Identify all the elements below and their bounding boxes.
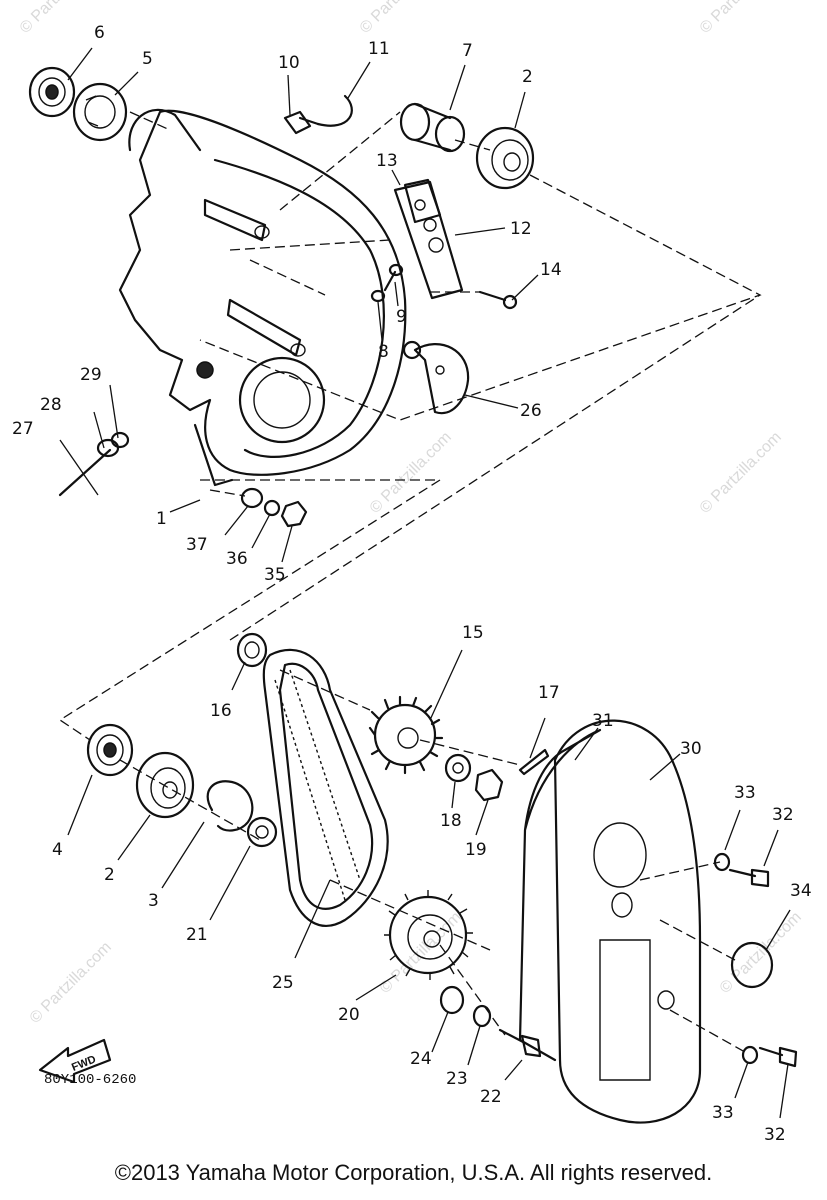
bearing-4: [86, 723, 134, 777]
callout-33: 33: [734, 783, 756, 803]
callout-10: 10: [278, 53, 300, 73]
collar-21: [246, 816, 278, 848]
callout-27: 27: [12, 419, 34, 439]
nut-35: [280, 500, 308, 528]
cap-34: [730, 941, 774, 989]
bushing-16: [236, 632, 268, 668]
upper-leaders: [58, 47, 762, 741]
callout-1: 1: [156, 509, 167, 529]
washer-18: [444, 753, 472, 783]
callout-labels: 6 5 10 11 7 2 13 12 14 9 8 26 29 28 27 1…: [12, 23, 812, 1145]
drive-chain-25: [262, 648, 389, 927]
watermark-layer: © Partzilla.com © Partzilla.com © Partzi…: [17, 0, 805, 1027]
callout-13: 13: [376, 151, 398, 171]
chaincase-cover: [518, 719, 702, 1124]
callout-29: 29: [80, 365, 102, 385]
callout-9: 9: [396, 307, 407, 327]
callout-34: 34: [790, 881, 812, 901]
callout-4: 4: [52, 840, 63, 860]
callout-7: 7: [462, 41, 473, 61]
watermark: © Partzilla.com: [697, 429, 785, 517]
washer-33-upper: [713, 852, 731, 872]
callout-31: 31: [592, 711, 614, 731]
drain-fitting: [58, 431, 130, 497]
callout-25: 25: [272, 973, 294, 993]
tensioner-26: [402, 340, 470, 415]
bearing-5: [72, 82, 128, 142]
sprocket-20: [384, 890, 473, 980]
callout-26: 26: [520, 401, 542, 421]
screw-14: [478, 290, 518, 310]
callout-20: 20: [338, 1005, 360, 1025]
adjuster-plate-12: [393, 180, 464, 300]
callout-14: 14: [540, 260, 562, 280]
washer-24: [439, 985, 465, 1015]
hose-11: [316, 94, 353, 127]
callout-24: 24: [410, 1049, 432, 1069]
watermark: © Partzilla.com: [17, 0, 105, 37]
callout-17: 17: [538, 683, 560, 703]
callout-18: 18: [440, 811, 462, 831]
callout-35: 35: [264, 565, 286, 585]
callout-23: 23: [446, 1069, 468, 1089]
bolt-32-lower: [758, 1046, 798, 1068]
washer-33-lower: [741, 1045, 759, 1065]
callout-3: 3: [148, 891, 159, 911]
washer-8: [370, 289, 386, 303]
callout-8: 8: [378, 342, 389, 362]
callout-22: 22: [480, 1087, 502, 1107]
copyright-notice: ©2013 Yamaha Motor Corporation, U.S.A. A…: [114, 1160, 713, 1185]
callout-19: 19: [465, 840, 487, 860]
diagram-code: 80Y100-6260: [44, 1072, 137, 1088]
watermark: © Partzilla.com: [697, 0, 785, 37]
watermark: © Partzilla.com: [377, 909, 465, 997]
callout-15: 15: [462, 623, 484, 643]
gasket-13: [403, 178, 442, 224]
callout-12: 12: [510, 219, 532, 239]
callout-21: 21: [186, 925, 208, 945]
lock-washer-23: [472, 1004, 492, 1028]
callout-36: 36: [226, 549, 248, 569]
washer-37: [240, 487, 264, 509]
circlip-3: [206, 780, 254, 832]
watermark: © Partzilla.com: [367, 429, 455, 517]
sensor-10: [283, 110, 320, 135]
callout-28: 28: [40, 395, 62, 415]
callout-11: 11: [368, 39, 390, 59]
callout-30: 30: [680, 739, 702, 759]
sprocket-15: [368, 695, 444, 775]
chaincase-housing: [118, 108, 407, 487]
cotter-pin-17: [518, 748, 550, 776]
lower-leaders: [67, 649, 791, 1119]
bearing-6: [28, 66, 76, 118]
callout-16: 16: [210, 701, 232, 721]
callout-2: 2: [522, 67, 533, 87]
bolt-32-upper: [728, 868, 770, 888]
watermark: © Partzilla.com: [357, 0, 445, 37]
castle-nut-19: [474, 768, 504, 802]
bolt-9: [383, 263, 404, 292]
collar-7: [399, 102, 466, 153]
bearing-2-lower: [135, 751, 195, 819]
callout-2: 2: [104, 865, 115, 885]
callout-32: 32: [772, 805, 794, 825]
washer-36: [263, 499, 281, 517]
watermark: © Partzilla.com: [27, 939, 115, 1027]
callout-33: 33: [712, 1103, 734, 1123]
callout-37: 37: [186, 535, 208, 555]
callout-6: 6: [94, 23, 105, 43]
callout-5: 5: [142, 49, 153, 69]
callout-32: 32: [764, 1125, 786, 1145]
bearing-2-upper: [475, 126, 535, 190]
